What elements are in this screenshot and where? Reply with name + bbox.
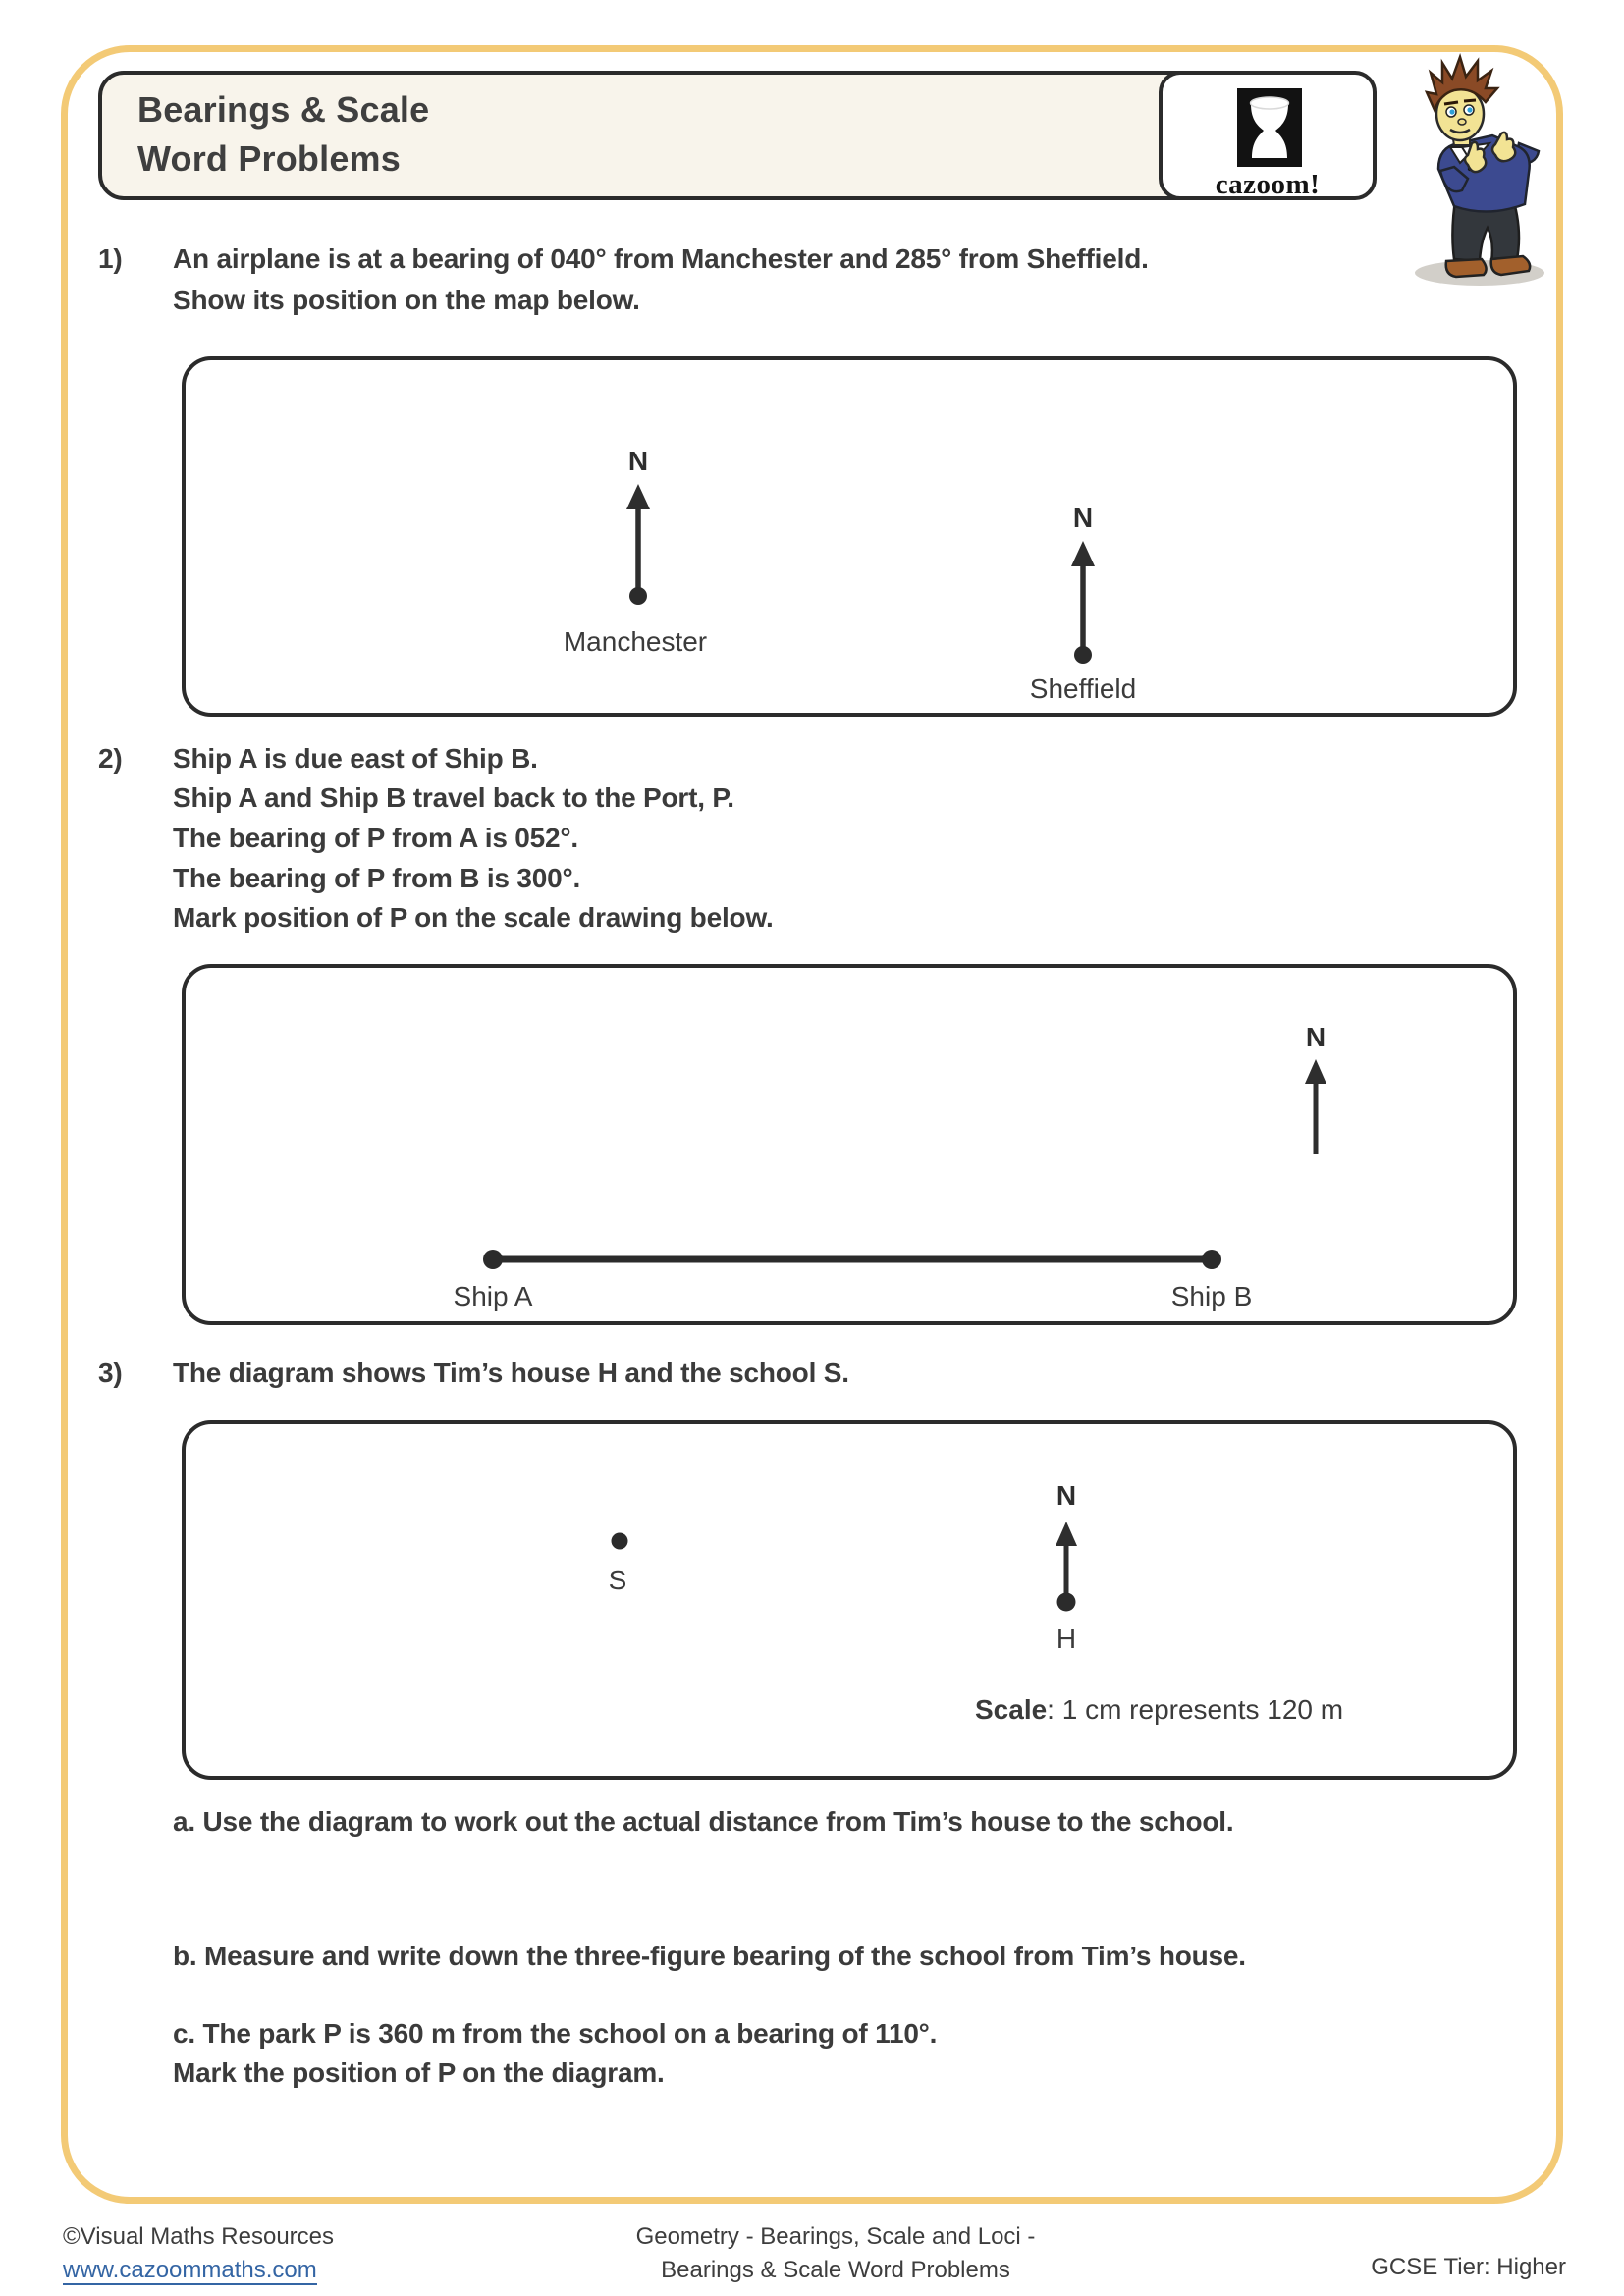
north-label-manchester: N [628,446,648,476]
manchester-point-dot [629,587,647,605]
ship-b-label: Ship B [1171,1281,1253,1311]
scale-caption: Scale: 1 cm represents 120 m [975,1694,1343,1726]
mascot-smile [1449,128,1471,134]
q1-text-line2: Show its position on the map below. [173,285,640,315]
house-label: H [1056,1624,1076,1654]
page-title-line1: Bearings & Scale [137,89,430,130]
q2-text-line5: Mark position of P on the scale drawing … [173,902,774,933]
map-box-q1: N Manchester N Sheffield [182,356,1517,717]
q2-text-line4: The bearing of P from B is 300°. [173,863,581,893]
mascot-bent-arm [1438,165,1470,193]
north-arrowhead-q3 [1056,1522,1077,1546]
north-label-sheffield: N [1073,503,1093,533]
ship-a-label: Ship A [454,1281,533,1311]
mascot-iris-left [1449,109,1455,115]
q3-part-c-text-line1: c. The park P is 360 m from the school o… [173,2018,938,2049]
sheffield-point-dot [1074,646,1092,664]
q1-text-line1: An airplane is at a bearing of 040° from… [173,243,1149,274]
page-title-line2: Word Problems [137,138,401,179]
cazoom-logo-badge: cazoom! [1159,71,1377,200]
manchester-label: Manchester [564,626,707,657]
page-title: Bearings & Scale Word Problems [137,85,429,184]
q3-part-c-text-line2: Mark the position of P on the diagram. [173,2057,665,2088]
page-frame-border [61,45,1563,2204]
q2-number: 2) [98,743,123,774]
mascot-nose [1457,118,1467,126]
q1-number: 1) [98,243,123,274]
footer-credit-text: ©Visual Maths Resources [63,2223,335,2250]
q2-text-line3: The bearing of P from A is 052°. [173,823,578,853]
mascot-boy-illustration [1415,53,1544,286]
map-box-q3: S N H [182,1420,1517,1780]
ship-b-point-dot [1202,1250,1221,1269]
footer-tier-label: GCSE Tier: Higher [1371,2254,1566,2280]
cazoom-drum-icon [1237,88,1302,167]
mascot-brow-right [1463,98,1477,103]
map-box-q2: N Ship A Ship B [182,964,1517,1325]
q2-text-line1: Ship A is due east of Ship B. [173,743,538,774]
q2-text-line2: Ship A and Ship B travel back to the Por… [173,782,734,813]
ship-a-point-dot [483,1250,503,1269]
sheffield-label: Sheffield [1030,673,1136,704]
mascot-shoe-left [1444,257,1488,279]
mascot-thumb-up-hand-raised [1490,131,1517,163]
footer-topic-line1: Geometry - Bearings, Scale and Loci - [635,2223,1036,2250]
map-q2-drawing: N Ship A Ship B [454,1022,1326,1311]
q3-part-b-text: b. Measure and write down the three-figu… [173,1941,1246,1971]
north-arrowhead-manchester [626,484,650,509]
scale-caption-bold: Scale [975,1694,1048,1725]
footer-credit-block: ©Visual Maths Resources www.cazoommaths.… [63,2220,334,2287]
mascot-thumb-up-hand-chest [1463,140,1488,174]
map-q1-drawing: N Manchester N Sheffield [564,446,1136,704]
mascot-shoe-right [1489,254,1532,277]
mascot-hair [1424,53,1500,114]
north-arrowhead-q2 [1305,1059,1326,1084]
scale-caption-text: : 1 cm represents 120 m [1047,1694,1344,1725]
school-point-dot [611,1532,628,1550]
footer-topic-block: Geometry - Bearings, Scale and Loci - Be… [443,2220,1228,2287]
drum-head [1249,96,1290,110]
north-label-q3: N [1056,1480,1076,1511]
footer-website-link[interactable]: www.cazoommaths.com [63,2257,317,2285]
school-label: S [609,1565,627,1595]
drum-body [1251,104,1288,158]
north-arrowhead-sheffield [1071,541,1095,566]
cazoom-logo-text: cazoom! [1215,169,1321,200]
footer-topic-line2: Bearings & Scale Word Problems [661,2257,1010,2283]
q3-intro-text: The diagram shows Tim’s house H and the … [173,1358,849,1388]
north-label-q2: N [1306,1022,1326,1052]
mascot-brow-left [1443,100,1459,106]
q3-part-a-text: a. Use the diagram to work out the actua… [173,1806,1234,1837]
map-q3-drawing: S N H [609,1480,1077,1654]
q3-number: 3) [98,1358,123,1388]
house-point-dot [1056,1592,1076,1612]
mascot-iris-right [1467,107,1473,113]
